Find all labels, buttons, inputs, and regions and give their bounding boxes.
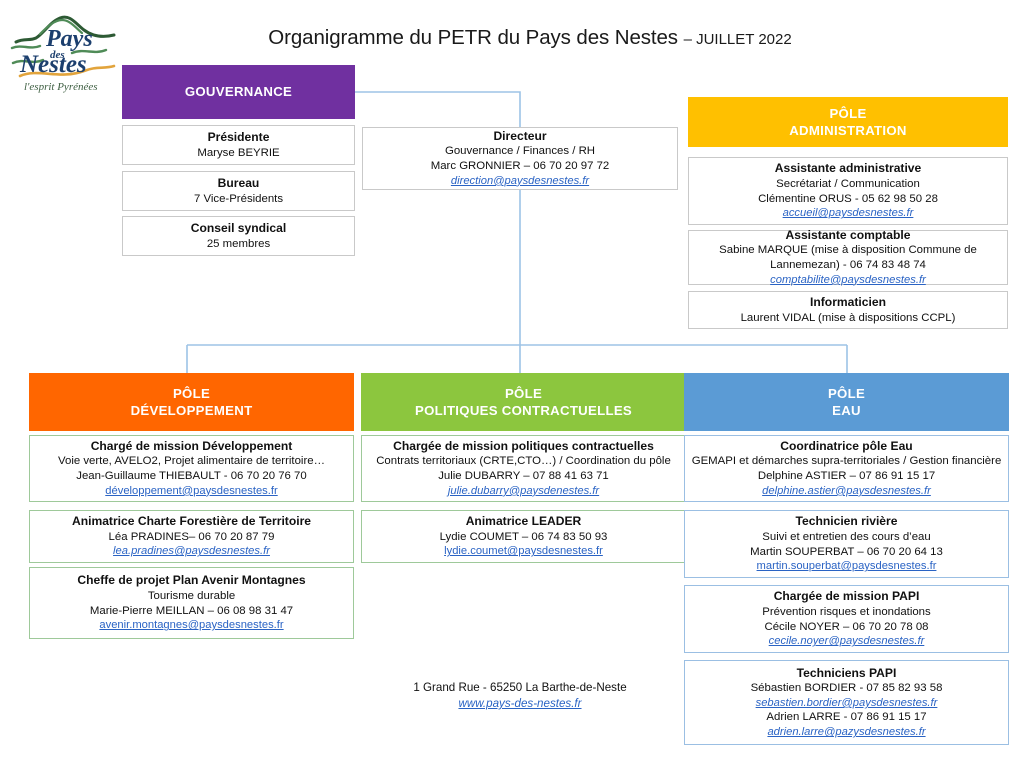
email-link-delphine-astier[interactable]: delphine.astier@paysdesnestes.fr — [762, 484, 931, 497]
svg-text:Pays: Pays — [45, 26, 93, 52]
card-role: Chargée de mission politiques contractue… — [393, 438, 654, 453]
card-line: Secrétariat / Communication — [776, 177, 920, 190]
developpement-header: PÔLE DÉVELOPPEMENT — [29, 373, 354, 431]
page-title: Organigramme du PETR du Pays des Nestes … — [170, 26, 890, 50]
card-line: Jean-Guillaume THIEBAULT - 06 70 20 76 7… — [76, 470, 307, 483]
administration-header-line1: PÔLE — [829, 105, 867, 121]
footer-website-link[interactable]: www.pays-des-nestes.fr — [458, 696, 582, 710]
card-conseil-syndical: Conseil syndical 25 membres — [122, 216, 355, 256]
eau-header-line1: PÔLE — [827, 385, 866, 401]
email-link-comptabilite[interactable]: comptabilite@paysdesnestes.fr — [770, 273, 926, 286]
card-role: Animatrice LEADER — [465, 514, 582, 529]
footer-address: 1 Grand Rue - 65250 La Barthe-de-Neste — [413, 681, 627, 694]
card-informaticien: Informaticien Laurent VIDAL (mise à disp… — [688, 291, 1008, 329]
card-line: Contrats territoriaux (CRTE,CTO…) / Coor… — [376, 455, 671, 468]
card-line: Tourisme durable — [147, 589, 236, 602]
card-chargee-mission-politiques: Chargée de mission politiques contractue… — [361, 435, 686, 502]
politiques-header: PÔLE POLITIQUES CONTRACTUELLES — [361, 373, 686, 431]
politiques-header-line2: POLITIQUES CONTRACTUELLES — [414, 403, 633, 418]
card-role: Coordinatrice pôle Eau — [780, 438, 913, 453]
card-role: Assistante administrative — [774, 161, 922, 176]
card-role: Animatrice Charte Forestière de Territoi… — [71, 514, 312, 529]
card-line: Martin SOUPERBAT – 06 70 20 64 13 — [750, 545, 943, 558]
card-role: Informaticien — [810, 294, 886, 309]
card-line: Cécile NOYER – 06 70 20 78 08 — [764, 620, 929, 633]
card-line: Clémentine ORUS - 05 62 98 50 28 — [758, 192, 938, 205]
card-line: Julie DUBARRY – 07 88 41 63 71 — [438, 470, 609, 483]
gouvernance-header-label: GOUVERNANCE — [184, 84, 293, 100]
card-line: Prévention risques et inondations — [762, 605, 931, 618]
card-role: Techniciens PAPI — [796, 665, 897, 680]
email-link-martin-souperbat[interactable]: martin.souperbat@paysdesnestes.fr — [756, 560, 937, 573]
administration-header-line2: ADMINISTRATION — [789, 123, 907, 138]
card-role: Directeur — [493, 128, 547, 143]
card-role: Chargé de mission Développement — [90, 438, 293, 453]
card-assistante-comptable: Assistante comptable Sabine MARQUE (mise… — [688, 227, 1008, 287]
card-animatrice-leader: Animatrice LEADER Lydie COUMET – 06 74 8… — [361, 510, 686, 563]
card-role: Présidente — [207, 129, 270, 144]
email-link-direction[interactable]: direction@paysdesnestes.fr — [450, 174, 590, 187]
administration-header: PÔLE ADMINISTRATION — [688, 97, 1008, 147]
email-link-developpement[interactable]: développement@paysdesnestes.fr — [105, 484, 278, 497]
card-presidente: Présidente Maryse BEYRIE — [122, 125, 355, 165]
card-coordinatrice-pole-eau: Coordinatrice pôle Eau GEMAPI et démarch… — [684, 435, 1009, 502]
email-link-accueil[interactable]: accueil@paysdesnestes.fr — [782, 207, 914, 220]
card-technicien-riviere: Technicien rivière Suivi et entretien de… — [684, 510, 1009, 578]
email-link-lea-pradines[interactable]: lea.pradines@paysdesnestes.fr — [113, 545, 270, 558]
card-line: Delphine ASTIER – 07 86 91 15 17 — [757, 470, 936, 483]
email-link-lydie-coumet[interactable]: lydie.coumet@paysdesnestes.fr — [444, 545, 603, 558]
email-link-cecile-noyer[interactable]: cecile.noyer@paysdesnestes.fr — [768, 635, 925, 648]
email-link-avenir-montagnes[interactable]: avenir.montagnes@paysdesnestes.fr — [99, 619, 284, 632]
card-line: Sébastien BORDIER - 07 85 82 93 58 — [750, 682, 943, 695]
pays-des-nestes-logo: Pays des Nestes l'esprit Pyrénées — [10, 8, 122, 96]
card-line-with-email: Lannemezan) - 06 74 83 48 74 comptabilit… — [695, 258, 1001, 287]
card-techniciens-papi: Techniciens PAPI Sébastien BORDIER - 07 … — [684, 660, 1009, 745]
email-link-sebastien-bordier[interactable]: sebastien.bordier@paysdesnestes.fr — [755, 696, 938, 709]
card-line: Marie-Pierre MEILLAN – 06 08 98 31 47 — [89, 604, 294, 617]
card-line: 25 membres — [206, 237, 271, 250]
card-chargee-mission-papi: Chargée de mission PAPI Prévention risqu… — [684, 585, 1009, 653]
card-line: Suivi et entretien des cours d’eau — [762, 530, 931, 543]
email-link-julie-dubarry[interactable]: julie.dubarry@paysdenestes.fr — [447, 484, 600, 497]
card-line: Laurent VIDAL (mise à dispositions CCPL) — [740, 311, 956, 324]
card-bureau: Bureau 7 Vice-Présidents — [122, 171, 355, 211]
card-line: Lannemezan) - 06 74 83 48 74 — [770, 259, 926, 272]
card-role: Cheffe de projet Plan Avenir Montagnes — [77, 573, 306, 588]
card-assistante-administrative: Assistante administrative Secrétariat / … — [688, 157, 1008, 225]
eau-header-line2: EAU — [832, 403, 861, 418]
card-role: Conseil syndical — [190, 220, 287, 235]
card-role: Bureau — [217, 175, 260, 190]
card-line: Sabine MARQUE (mise à disposition Commun… — [719, 244, 977, 257]
card-line: Marc GRONNIER – 06 70 20 97 72 — [430, 160, 610, 173]
gouvernance-header: GOUVERNANCE — [122, 65, 355, 119]
developpement-header-line1: PÔLE — [172, 385, 211, 401]
card-line: 7 Vice-Présidents — [193, 192, 284, 205]
footer: 1 Grand Rue - 65250 La Barthe-de-Neste w… — [360, 680, 680, 712]
politiques-header-line1: PÔLE — [504, 385, 543, 401]
svg-text:l'esprit Pyrénées: l'esprit Pyrénées — [24, 81, 98, 93]
card-role: Assistante comptable — [785, 227, 911, 242]
card-role: Chargée de mission PAPI — [773, 589, 920, 604]
card-line: Maryse BEYRIE — [197, 146, 280, 159]
card-line: Léa PRADINES– 06 70 20 87 79 — [108, 530, 275, 543]
card-line: Adrien LARRE - 07 86 91 15 17 — [766, 711, 927, 724]
eau-header: PÔLE EAU — [684, 373, 1009, 431]
card-line: Voie verte, AVELO2, Projet alimentaire d… — [58, 455, 325, 468]
svg-text:des: des — [50, 49, 65, 61]
svg-text:Nestes: Nestes — [19, 51, 87, 78]
card-directeur: Directeur Gouvernance / Finances / RH Ma… — [362, 127, 678, 190]
developpement-header-line2: DÉVELOPPEMENT — [130, 403, 253, 418]
card-cheffe-projet-avenir-montagnes: Cheffe de projet Plan Avenir Montagnes T… — [29, 567, 354, 639]
card-role: Technicien rivière — [795, 514, 898, 529]
card-line: Gouvernance / Finances / RH — [444, 145, 596, 158]
card-animatrice-charte-forestiere: Animatrice Charte Forestière de Territoi… — [29, 510, 354, 563]
page-title-main: Organigramme du PETR du Pays des Nestes — [268, 26, 678, 49]
email-link-adrien-larre[interactable]: adrien.larre@pazysdesnestes.fr — [767, 726, 926, 739]
card-line: Lydie COUMET – 06 74 83 50 93 — [439, 530, 608, 543]
page-title-date: – JUILLET 2022 — [683, 31, 792, 48]
card-charge-mission-developpement: Chargé de mission Développement Voie ver… — [29, 435, 354, 502]
card-line: GEMAPI et démarches supra-territoriales … — [691, 455, 1002, 468]
